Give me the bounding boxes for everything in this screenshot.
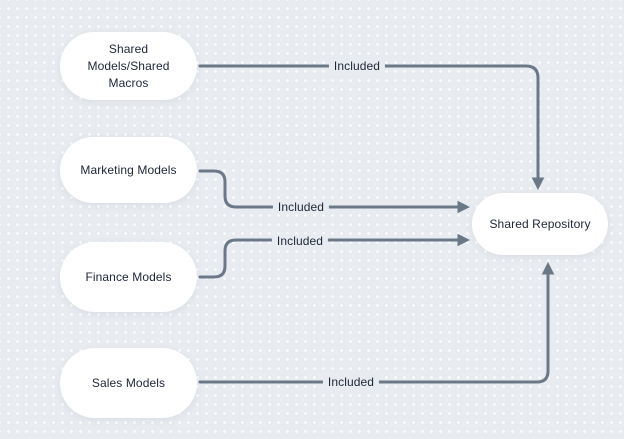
node-sales-models: Sales Models — [60, 348, 197, 418]
edge-label-finance: Included — [271, 234, 329, 248]
node-marketing-models-label: Marketing Models — [80, 162, 177, 177]
edge-label-sales: Included — [322, 375, 380, 389]
edge-shared-models-to-repo — [198, 64, 545, 191]
node-sales-models-label: Sales Models — [91, 375, 166, 390]
edge-label-marketing: Included — [272, 200, 330, 214]
node-marketing-models: Marketing Models — [60, 137, 197, 203]
node-finance-models: Finance Models — [60, 242, 197, 312]
edge-marketing-to-repo — [198, 169, 471, 214]
node-shared-models: Shared Models/Shared Macros — [60, 32, 197, 100]
node-shared-repository: Shared Repository — [472, 193, 608, 255]
node-shared-repository-label: Shared Repository — [489, 216, 591, 231]
edge-finance-to-repo — [198, 233, 471, 279]
node-shared-models-label: Shared Models/Shared Macros — [87, 41, 170, 90]
edge-label-shared-models: Included — [328, 59, 386, 73]
edge-sales-to-repo — [198, 261, 555, 384]
node-finance-models-label: Finance Models — [85, 269, 172, 284]
